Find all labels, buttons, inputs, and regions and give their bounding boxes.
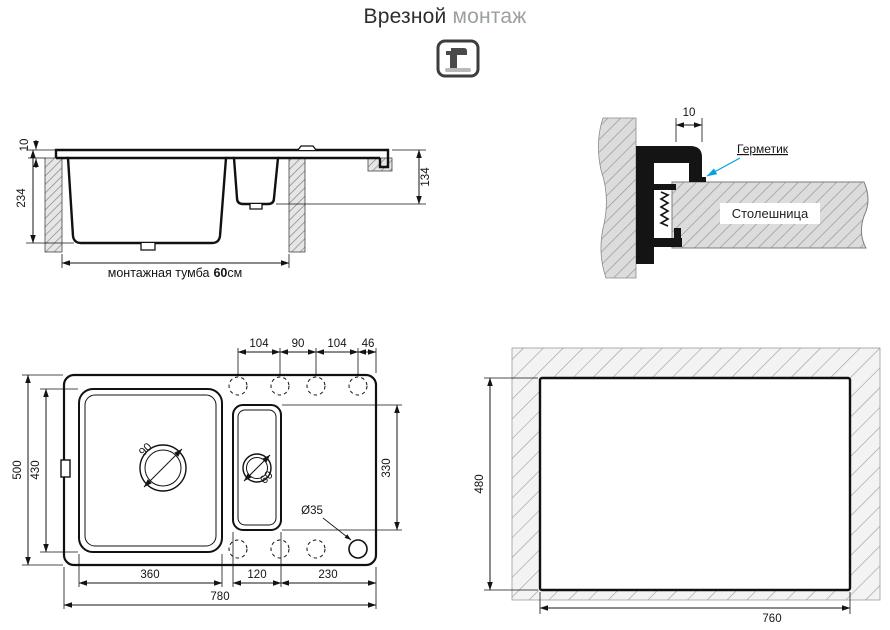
countertop-label: Столешница xyxy=(732,206,809,221)
dim-main-bowl-width: 360 xyxy=(78,554,223,587)
small-bowl-inner xyxy=(237,409,277,526)
dim-label-cutout-height: 480 xyxy=(474,474,486,493)
dim-total-width: 780 xyxy=(63,567,377,609)
sink-rim-section xyxy=(54,148,390,169)
dim-chain-top: 104 90 104 46 xyxy=(237,338,377,374)
cabinet-right-wall xyxy=(288,157,306,253)
icon-sink-base xyxy=(445,68,471,72)
dim-small-depth: 134 xyxy=(276,149,432,205)
tap-holes-bottom xyxy=(228,539,326,559)
dim-label-rim-height: 10 xyxy=(19,139,31,152)
dim-small-bowl-width: 120 xyxy=(232,532,282,587)
dim-cutout-height: 480 xyxy=(474,377,538,591)
dim-label-main-bowl-width: 360 xyxy=(140,569,159,581)
drilled-tap-hole xyxy=(348,539,368,559)
sink-edge-profile xyxy=(636,146,702,264)
detail-view: Столешница Герметик 10 xyxy=(598,107,869,279)
dim-label-main-bowl-height: 430 xyxy=(30,460,42,479)
clamp-screw xyxy=(659,191,670,227)
dim-label-top-1: 104 xyxy=(249,338,269,350)
tap-holes-top xyxy=(228,376,368,396)
cutout-rect xyxy=(538,376,852,592)
plan-view: 90 60 Ø35 104 90 104 46 xyxy=(12,338,402,609)
sink-wall-band xyxy=(598,117,637,279)
dim-main-depth: 234 xyxy=(16,149,74,244)
sealant-label: Герметик xyxy=(737,142,789,156)
title-sub: монтаж xyxy=(452,5,527,28)
dim-label-top-2: 90 xyxy=(292,338,305,350)
mounting-clamp xyxy=(652,184,682,247)
dim-cutout-width: 760 xyxy=(539,592,851,625)
dim-total-height: 500 xyxy=(12,374,63,566)
title-main: Врезной xyxy=(363,5,447,28)
main-bowl-inner xyxy=(84,394,217,547)
dim-label-total-width: 780 xyxy=(210,591,229,603)
dim-main-bowl-height: 430 xyxy=(30,388,78,553)
faucet-icon xyxy=(446,48,467,68)
dim-label-total-height: 500 xyxy=(12,460,24,479)
dim-label-top-4: 46 xyxy=(362,338,375,350)
sealant-leader xyxy=(706,157,741,177)
dim-label-small-bowl-height: 330 xyxy=(381,458,393,477)
edge-notch xyxy=(60,459,71,478)
dim-label-cutout-width: 760 xyxy=(762,613,781,625)
icon-frame xyxy=(436,39,480,78)
cabinet-left-wall xyxy=(44,157,63,253)
dim-label-wing-width: 230 xyxy=(318,569,337,581)
countertop-label-box xyxy=(720,203,820,224)
dim-label-tap-hole: Ø35 xyxy=(301,505,323,517)
dim-label-top-3: 104 xyxy=(327,338,347,350)
dim-tap-hole: Ø35 xyxy=(301,505,352,541)
inset-mount-icon xyxy=(436,39,480,78)
dim-label-small-bowl-width: 120 xyxy=(247,569,266,581)
dim-overhang: 10 xyxy=(675,107,703,142)
dim-small-bowl-height: 330 xyxy=(282,404,402,531)
main-drain-stub xyxy=(140,243,156,251)
small-drain-stub xyxy=(249,204,263,210)
cutout-view: 480 760 xyxy=(474,347,881,625)
dim-label-overhang: 10 xyxy=(683,107,696,119)
sealant-bead xyxy=(689,177,706,182)
tap-boss-section xyxy=(297,145,317,151)
dim-label-small-depth: 134 xyxy=(420,167,432,187)
dim-label-main-depth: 234 xyxy=(16,188,28,208)
main-bowl-section xyxy=(66,156,228,245)
small-bowl-section xyxy=(232,156,280,206)
dim-wing-width: 230 xyxy=(280,567,377,609)
